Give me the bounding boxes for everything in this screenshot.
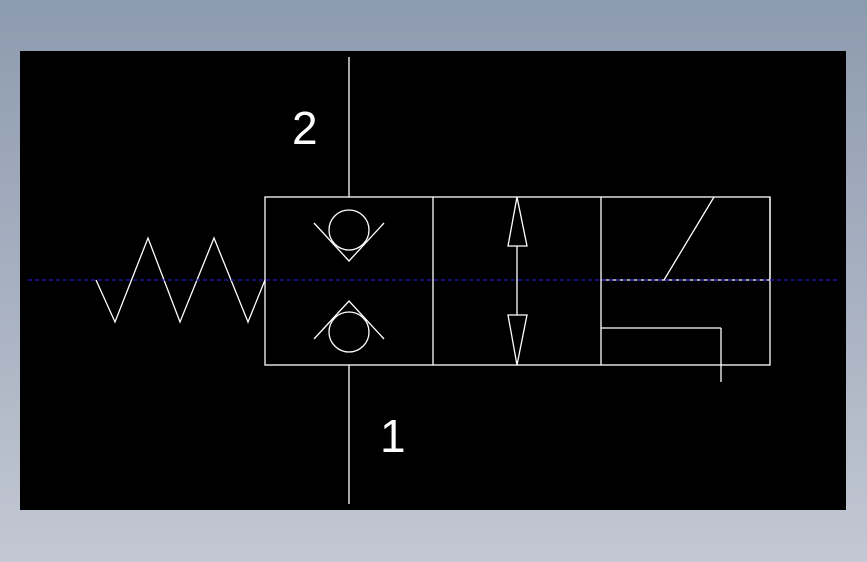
bidirectional-arrow-icon <box>507 196 528 366</box>
valve-diagram <box>28 57 840 504</box>
check-valve-lower-ball <box>328 311 370 353</box>
solenoid-diagonal <box>663 196 715 281</box>
check-valve-icon <box>313 209 385 353</box>
spring-icon <box>95 236 266 324</box>
arrow-head-down <box>507 314 528 366</box>
solenoid-icon <box>601 196 771 382</box>
check-valve-upper-seat <box>313 222 385 262</box>
cad-viewport[interactable]: 2 1 <box>20 51 846 510</box>
arrow-head-up <box>507 196 528 247</box>
check-valve-upper-ball <box>328 209 370 251</box>
port-1-label: 1 <box>380 410 406 462</box>
port-2-label: 2 <box>292 102 318 154</box>
check-valve-lower-seat <box>313 300 385 340</box>
